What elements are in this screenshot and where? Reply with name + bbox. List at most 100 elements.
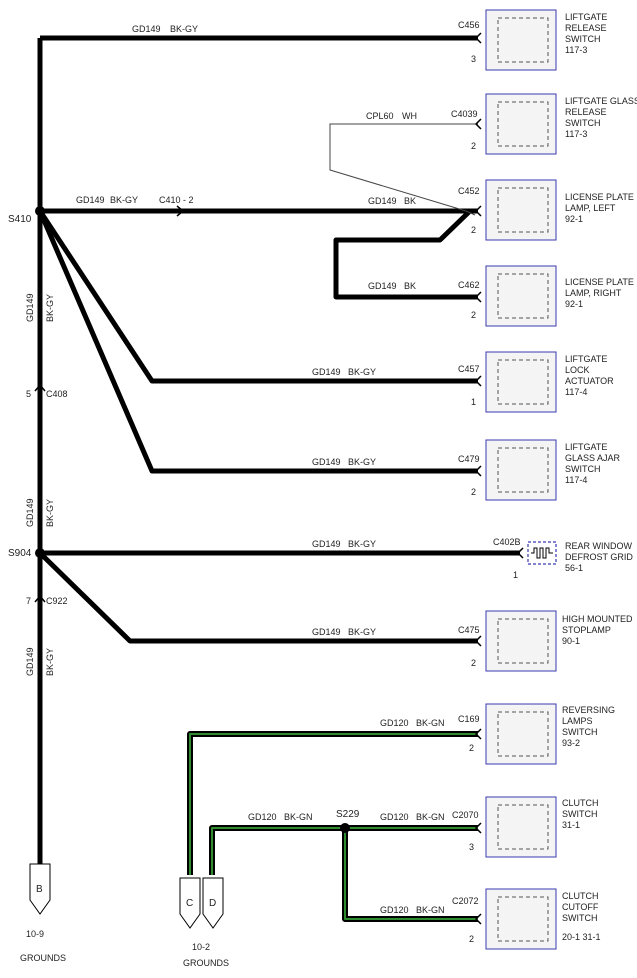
connector-mark — [474, 32, 482, 44]
component-c402b: C402B 1 REAR WINDOW DEFROST GRID 56-1 — [493, 537, 633, 580]
connector-pin: 1 — [513, 570, 518, 580]
component-inner-box — [497, 896, 549, 942]
component-desc-line: LIFTGATE — [565, 354, 607, 364]
connector-mark — [516, 547, 524, 559]
component-desc-line: 117-4 — [565, 475, 587, 485]
connector-pin: 3 — [469, 842, 474, 852]
wire-label-6-color: BK-GY — [348, 457, 376, 467]
component-box — [485, 179, 557, 241]
component-desc-line: LICENSE PLATE — [565, 192, 634, 202]
component-inner-box — [497, 447, 549, 493]
component-inner-box — [497, 17, 549, 63]
component-c475: C475 2 HIGH MOUNTED STOPLAMP 90-1 — [458, 610, 633, 672]
wire-label-2-circuit: GD149 — [76, 195, 105, 205]
wire-gd120-c169 — [189, 733, 478, 875]
ground-terminal-shape — [202, 877, 224, 929]
wire-label-11-circuit: GD120 — [380, 812, 409, 822]
connector-mark — [474, 375, 482, 387]
wire-label-3-color: BK — [404, 196, 416, 206]
connector-mark — [474, 913, 482, 925]
inline-connector-c410-mark — [176, 205, 185, 217]
wire-label-11-color: BK-GN — [416, 812, 445, 822]
component-box — [485, 610, 557, 672]
connector-label: C2070 — [452, 810, 479, 820]
wire-label-10-color: BK-GN — [284, 812, 313, 822]
connector-pin: 3 — [471, 54, 476, 64]
component-c462: C462 2 LICENSE PLATE LAMP, RIGHT 92-1 — [458, 265, 634, 327]
component-desc-line: HIGH MOUNTED — [562, 614, 633, 624]
component-desc-line: ACTUATOR — [565, 376, 614, 386]
wire-gd120-c169-outer — [187, 731, 478, 875]
ground-ref-10-9: 10-9 — [26, 929, 44, 939]
connector-label: C4039 — [451, 109, 478, 119]
inline-connector-c408-mark — [34, 383, 46, 392]
connector-pin: 2 — [471, 225, 476, 235]
inline-connector-c922-label: C922 — [46, 596, 68, 606]
ground-terminal-shape — [29, 863, 51, 915]
component-desc-line: SWITCH — [565, 118, 601, 128]
component-inner-box — [497, 711, 549, 757]
connector-pin: 2 — [469, 934, 474, 944]
component-box — [485, 93, 557, 155]
ground-terminal-letter: D — [209, 898, 216, 909]
connector-mark — [474, 465, 482, 477]
defrost-grid-icon — [531, 547, 553, 559]
component-inner-box — [497, 359, 549, 405]
wire-label-6-circuit: GD149 — [312, 457, 341, 467]
splice-label-s410: S410 — [8, 214, 32, 225]
connector-pin: 1 — [471, 397, 476, 407]
component-box — [485, 265, 557, 327]
component-desc-line: 92-1 — [565, 214, 583, 224]
component-desc-line: 31-1 — [562, 820, 580, 830]
component-desc-line: LIFTGATE — [565, 442, 607, 452]
inline-connector-c922-mark — [34, 594, 46, 603]
component-desc-line: SWITCH — [565, 34, 601, 44]
wire-to-c479 — [37, 210, 478, 474]
connector-label: C2072 — [452, 896, 479, 906]
component-inner-box — [497, 273, 549, 319]
component-desc-line: 90-1 — [562, 636, 580, 646]
wire-label-5-circuit: GD149 — [312, 367, 341, 377]
wire-cpl60-branch — [465, 210, 476, 216]
wire-label-8-circuit: GD149 — [312, 627, 341, 637]
component-desc-line: LAMPS — [562, 716, 593, 726]
component-c169: C169 2 REVERSING LAMPS SWITCH 93-2 — [458, 703, 615, 765]
wire-to-c475 — [38, 551, 478, 644]
wire-label-12-color: BK-GN — [416, 905, 445, 915]
splice-label-s904: S904 — [8, 548, 32, 559]
component-desc-line: 117-3 — [565, 129, 587, 139]
inline-connector-c922-pin: 7 — [26, 596, 31, 606]
wire-label-5-color: BK-GY — [348, 367, 376, 377]
wire-to-c462 — [333, 209, 478, 300]
component-desc-line: SWITCH — [562, 913, 598, 923]
wire-label-4-color: BK — [404, 281, 416, 291]
component-desc-line: GLASS AJAR — [565, 453, 621, 463]
wire-to-c457 — [37, 209, 478, 384]
inline-connector-c408-pin: 5 — [26, 389, 31, 399]
component-desc-line: REAR WINDOW — [565, 541, 633, 551]
component-desc-line: DEFROST GRID — [565, 552, 633, 562]
ground-ref-10-2: 10-2 — [192, 942, 210, 952]
component-inner-box — [497, 187, 549, 233]
wire-label-2-color: BK-GY — [110, 195, 138, 205]
connector-pin: 2 — [471, 658, 476, 668]
splice-s410-dot — [35, 206, 45, 216]
connector-pin: 2 — [471, 310, 476, 320]
component-box — [485, 888, 557, 950]
component-desc-line: LAMP, LEFT — [565, 203, 616, 213]
vwire-label-2-color: BK-GY — [45, 648, 55, 676]
connector-mark — [474, 728, 482, 740]
connector-label: C456 — [458, 20, 480, 30]
component-desc-line: STOPLAMP — [562, 625, 611, 635]
component-box — [485, 796, 557, 858]
component-desc-line: 56-1 — [565, 563, 583, 573]
component-desc-line: SWITCH — [562, 727, 598, 737]
component-desc-line: CLUTCH — [562, 891, 599, 901]
component-desc-line: LIFTGATE — [565, 12, 607, 22]
component-desc-line: SWITCH — [562, 809, 598, 819]
connector-label: C462 — [458, 280, 480, 290]
connector-pin: 2 — [469, 743, 474, 753]
connector-mark — [474, 118, 482, 130]
wire-label-1-circuit: CPL60 — [366, 111, 394, 121]
